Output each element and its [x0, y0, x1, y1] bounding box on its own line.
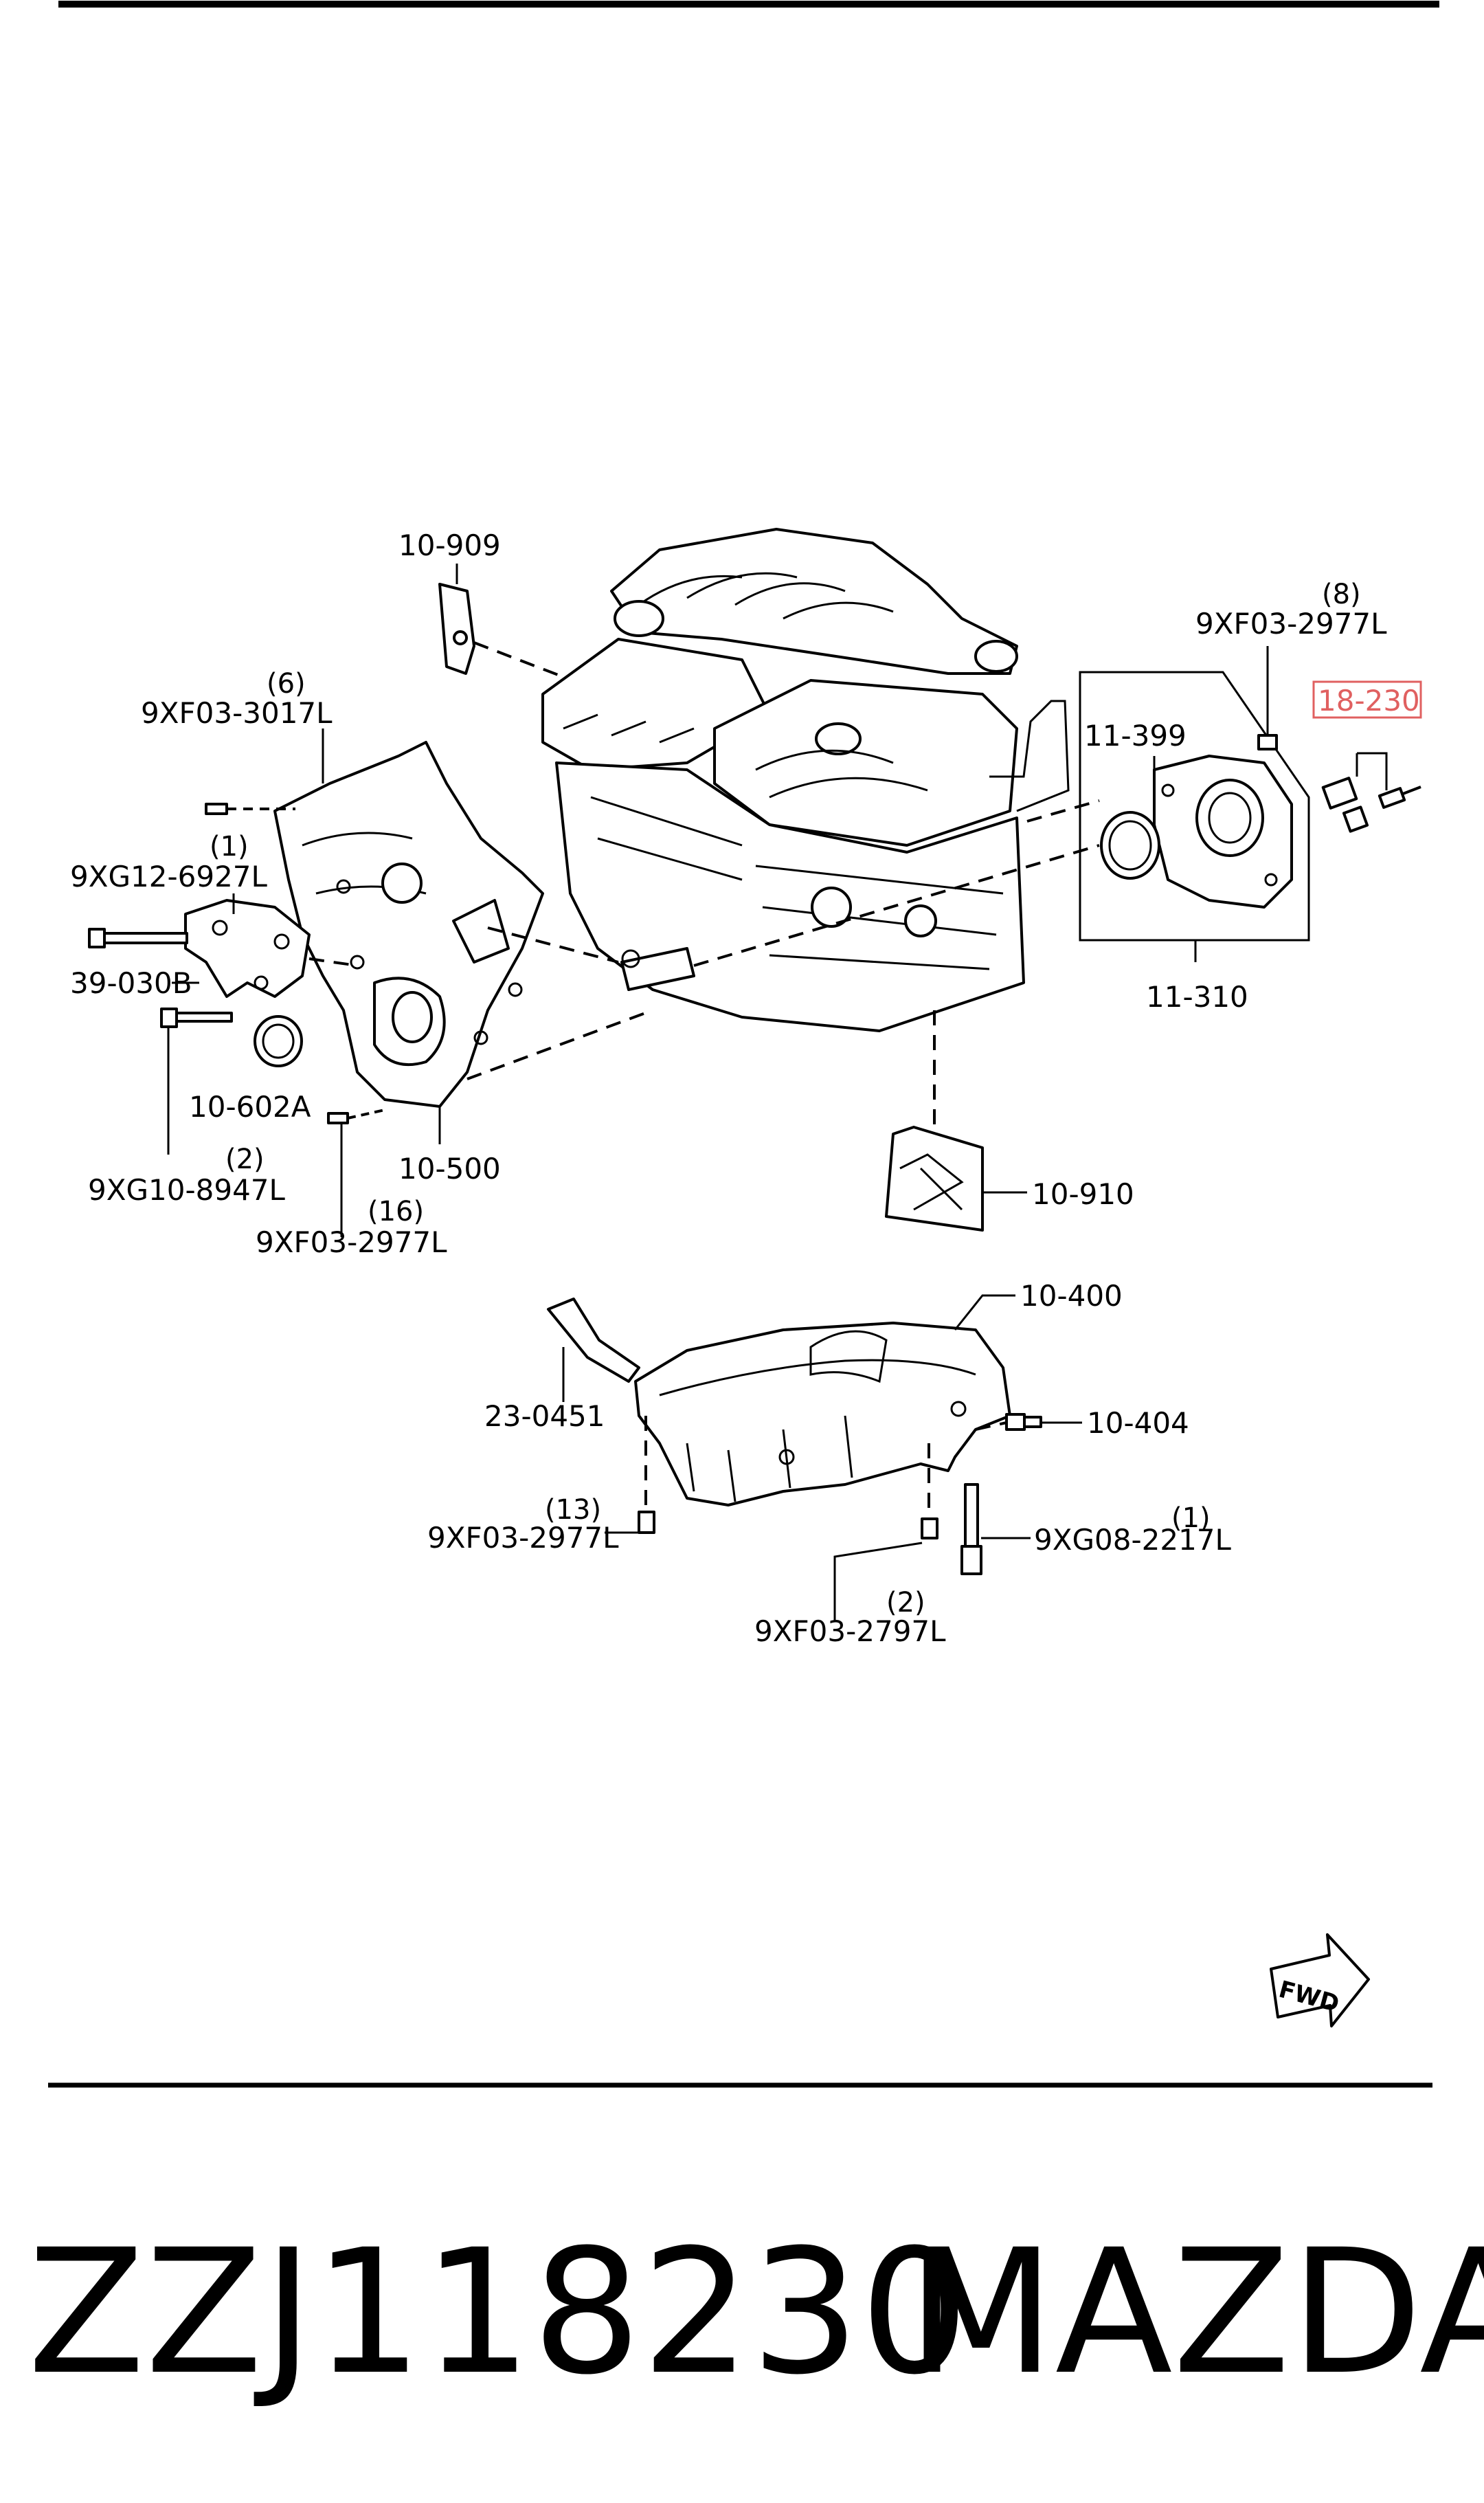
- part-10-909-bracket: [438, 564, 475, 675]
- label-9xf03-2977l-mid: 9XF03-2977L: [256, 1225, 447, 1259]
- bolt-9xf03-2977l-13: [605, 1416, 655, 1534]
- label-9xg12-6927l: 9XG12-6927L: [70, 860, 268, 893]
- label-9xf03-2977l-top: 9XF03-2977L: [1195, 607, 1387, 641]
- bolt-9xg12-6927l: [88, 928, 188, 948]
- part-10-404-drain-plug: [975, 1413, 1082, 1431]
- bolt-9xf03-2977l-8: [1257, 646, 1278, 750]
- label-10-400: 10-400: [1020, 1279, 1123, 1313]
- label-9xf03-2797l: 9XF03-2797L: [754, 1614, 946, 1648]
- label-10-404: 10-404: [1087, 1406, 1189, 1440]
- qty-9xg12-6927l: (1): [210, 831, 249, 863]
- label-10-602a: 10-602A: [189, 1090, 311, 1124]
- label-11-310: 11-310: [1146, 980, 1248, 1014]
- label-9xf03-3017l: 9XF03-3017L: [141, 696, 333, 730]
- label-39-030b: 39-030B: [70, 966, 192, 1000]
- label-11-399: 11-399: [1084, 719, 1187, 753]
- qty-9xf03-2797l: (2): [886, 1587, 925, 1618]
- bolt-9xf03-2797l: [833, 1443, 938, 1622]
- label-9xg08-2217l: 9XG08-2217L: [1034, 1523, 1232, 1557]
- part-39-030b-mount-bracket: [184, 899, 358, 998]
- label-10-500: 10-500: [398, 1152, 501, 1186]
- qty-9xf03-2977l-8: (8): [1322, 579, 1361, 610]
- label-10-909: 10-909: [398, 529, 501, 562]
- part-23-0451-oil-funnel: [547, 1298, 640, 1402]
- part-18-230-sensor: [1312, 680, 1422, 833]
- part-10-400-oil-pan: [634, 1294, 1015, 1506]
- label-23-0451: 23-0451: [484, 1399, 605, 1433]
- part-10-602a-seal: [254, 1015, 303, 1067]
- qty-9xg08-2217l: (1): [1171, 1502, 1211, 1534]
- qty-9xf03-2977l-13: (13): [545, 1494, 601, 1526]
- part-11-310-rear-seal-group: [1079, 671, 1310, 962]
- qty-9xf03-3017l: (6): [267, 668, 306, 700]
- part-10-910-plate: [885, 1010, 1027, 1232]
- bolt-9xg10-8947l: [160, 1008, 233, 1155]
- label-9xg10-8947l: 9XG10-8947L: [88, 1173, 286, 1207]
- label-10-910: 10-910: [1032, 1177, 1134, 1211]
- bolt-9xf03-3017l: [205, 803, 295, 815]
- qty-9xf03-2977l-16: (16): [368, 1196, 424, 1227]
- label-18-230: 18-230: [1318, 684, 1420, 717]
- label-9xf03-2977l-low: 9XF03-2977L: [427, 1521, 619, 1555]
- engine-block: [541, 528, 1070, 1032]
- footer-part-number: ZZJ118230: [27, 2212, 969, 2412]
- footer-brand: MAZDA: [907, 2212, 1484, 2412]
- qty-9xg10-8947l: (2): [225, 1144, 265, 1175]
- part-10-500-timing-cover: [273, 741, 544, 1144]
- bolt-9xg08-2217l: [960, 1483, 1031, 1575]
- bolt-9xf03-2977l-16: [327, 1109, 385, 1237]
- fwd-arrow-icon: FWD: [1270, 1933, 1370, 2027]
